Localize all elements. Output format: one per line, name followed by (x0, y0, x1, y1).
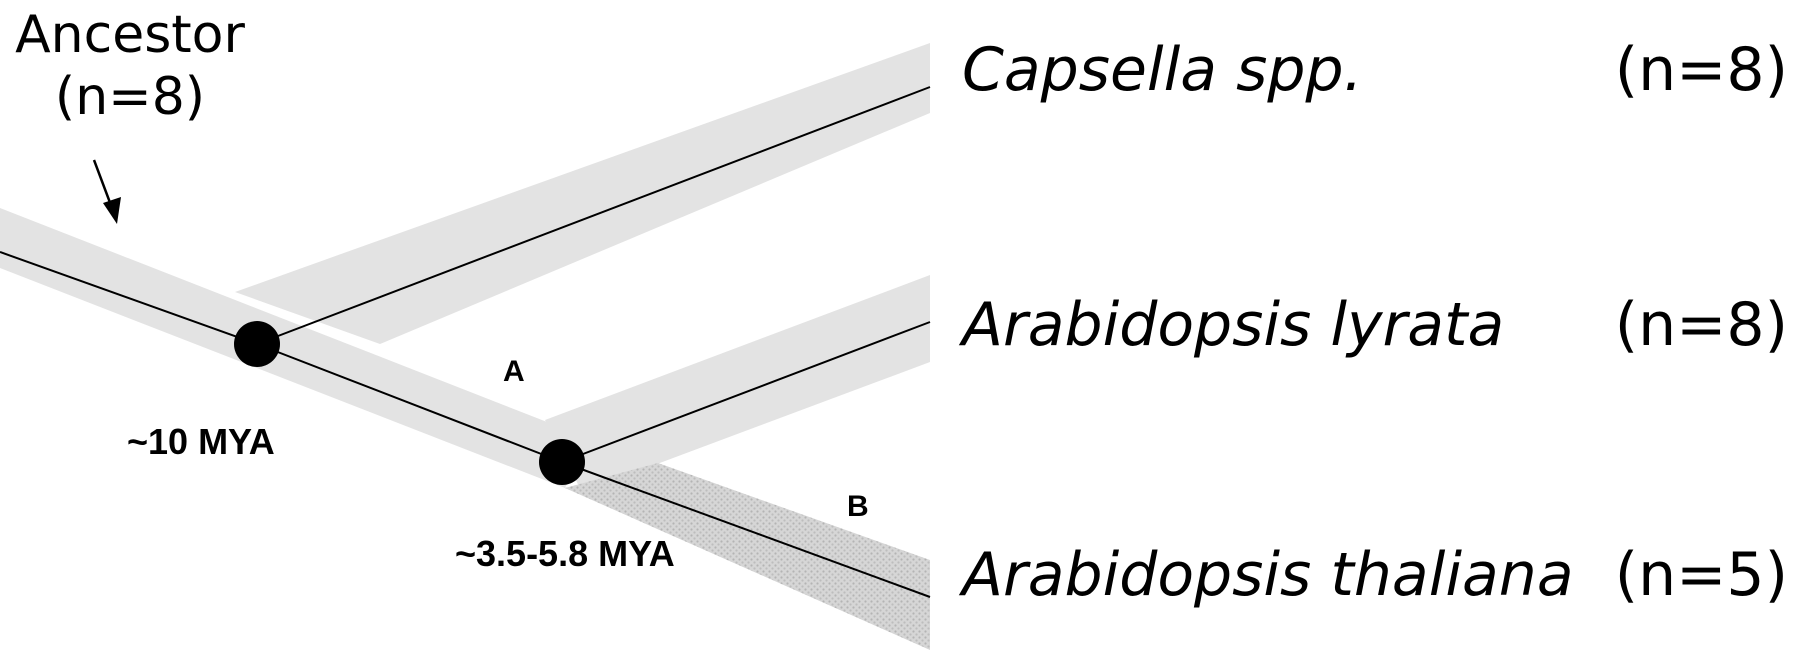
taxon-chromosomes-capsella: (n=8) (1614, 35, 1788, 105)
branch-line-lyrata (561, 321, 931, 463)
ancestor-chromosome-count: (n=8) (54, 67, 206, 127)
taxon-chromosomes-lyrata: (n=8) (1614, 290, 1788, 360)
branch-line-internal (256, 343, 563, 463)
taxon-name-lyrata: Arabidopsis lyrata (962, 290, 1505, 360)
node-age-label-2: ~3.5-5.8 MYA (455, 533, 675, 574)
branch-label-b: B (847, 490, 869, 523)
branch-band-thaliana-stippled (565, 463, 930, 650)
branch-line-capsella (256, 86, 931, 345)
branch-line-ancestral (0, 251, 258, 345)
taxon-chromosomes-thaliana: (n=5) (1614, 540, 1788, 610)
ancestor-arrow-head (103, 197, 121, 224)
node-3.5-5.8-mya (539, 439, 585, 485)
node-10-mya (234, 321, 280, 367)
taxon-name-thaliana: Arabidopsis thaliana (962, 540, 1574, 610)
ancestor-arrow-shaft (92, 159, 114, 209)
branch-line-thaliana (561, 461, 931, 598)
taxon-name-capsella: Capsella spp. (962, 35, 1363, 105)
branch-label-a: A (503, 355, 525, 388)
ancestor-label: Ancestor (n=8) (10, 4, 250, 128)
node-age-label-1: ~10 MYA (127, 421, 275, 462)
ancestor-name: Ancestor (15, 5, 245, 65)
branch-band-ancestral (0, 208, 588, 488)
branch-band-capsella (235, 43, 930, 344)
branch-band-lyrata (545, 275, 930, 492)
